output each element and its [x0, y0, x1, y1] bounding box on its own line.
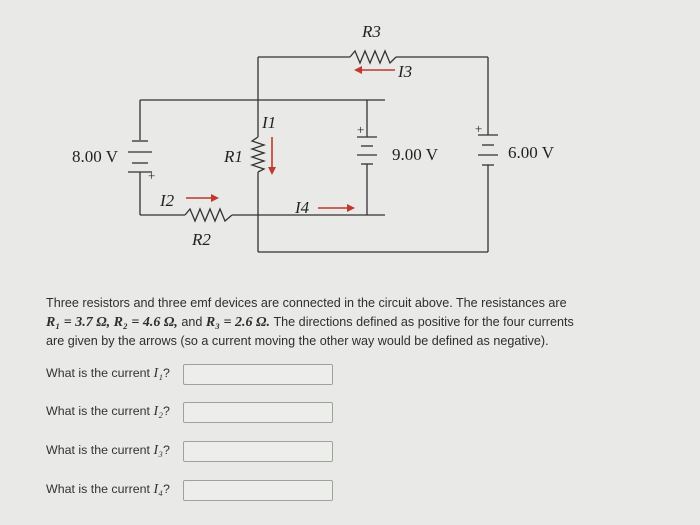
battery-right: [478, 134, 498, 180]
problem-line-2-rest: The directions defined as positive for t…: [273, 315, 574, 329]
question-row-i3: What is the current I₃?: [46, 439, 170, 463]
label-r3: R3: [361, 22, 381, 41]
question-row-i2: What is the current I₂?: [46, 400, 170, 424]
question-label-i1: What is the current I₁?: [46, 366, 170, 381]
label-i1: I1: [261, 113, 276, 132]
label-r1: R1: [223, 147, 243, 166]
problem-line-2: R₁ = 3.7 Ω, R₂ = 4.6 Ω, and R₃ = 2.6 Ω. …: [46, 313, 686, 332]
question-label-i2: What is the current I₂?: [46, 404, 170, 419]
r3-equation: R₃ = 2.6 Ω.: [205, 315, 270, 330]
answer-input-i2[interactable]: [183, 402, 333, 423]
arrow-i1-head: [268, 167, 276, 175]
and-word: and: [181, 315, 203, 329]
resistor-r2: [184, 207, 233, 223]
answer-input-i1[interactable]: [183, 364, 333, 385]
label-emf-right: 6.00 V: [508, 143, 555, 162]
circuit-diagram: R3 I3 I1 R1 8.00 V 9.00 V 6.00 V I2 R2 I…: [72, 22, 555, 253]
r2-equation: R₂ = 4.6 Ω,: [113, 315, 178, 330]
question-label-i4: What is the current I₄?: [46, 482, 170, 497]
question-row-i4: What is the current I₄?: [46, 478, 170, 502]
resistor-r1: [249, 136, 267, 173]
arrow-i3-head: [354, 66, 362, 74]
label-i2: I2: [159, 191, 175, 210]
battery-middle: [357, 136, 377, 175]
problem-line-3: are given by the arrows (so a current mo…: [46, 334, 549, 348]
arrow-i2-head: [211, 194, 219, 202]
plus-left: +: [148, 168, 155, 183]
question-label-i3: What is the current I₃?: [46, 443, 170, 458]
problem-line-1: Three resistors and three emf devices ar…: [46, 296, 567, 310]
battery-left: [128, 140, 152, 182]
label-emf-left: 8.00 V: [72, 147, 119, 166]
label-i3: I3: [397, 62, 412, 81]
label-emf-middle: 9.00 V: [392, 145, 439, 164]
label-r2: R2: [191, 230, 211, 249]
answer-input-i3[interactable]: [183, 441, 333, 462]
answer-input-i4[interactable]: [183, 480, 333, 501]
problem-statement: Three resistors and three emf devices ar…: [46, 294, 686, 351]
label-i4: I4: [294, 198, 310, 217]
arrow-i4-head: [347, 204, 355, 212]
plus-middle: +: [357, 122, 364, 137]
question-row-i1: What is the current I₁?: [46, 362, 170, 386]
resistor-r3: [349, 49, 397, 65]
plus-right: +: [475, 121, 482, 136]
r1-equation: R₁ = 3.7 Ω,: [46, 315, 111, 330]
